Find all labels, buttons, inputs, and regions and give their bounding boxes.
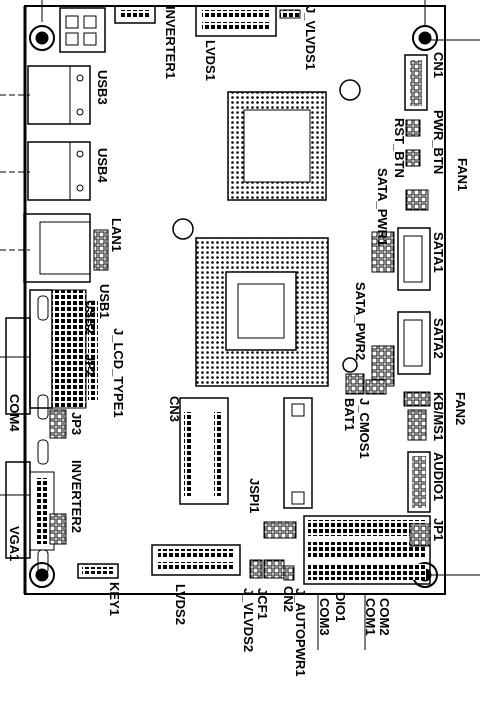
audio1-header (407, 451, 431, 513)
jp1-jumper (409, 523, 431, 547)
label-com3: COM3 (317, 598, 332, 636)
j-autopwr1-jumper (283, 565, 295, 581)
label-cn1: CN1 (431, 52, 446, 78)
fan1-header (405, 189, 429, 211)
label-sata2: SATA2 (431, 318, 446, 359)
label-bat1: BAT1 (342, 398, 357, 431)
key1-connector (77, 563, 119, 579)
label-fan2: FAN2 (453, 392, 468, 425)
inverter2-connector (49, 513, 67, 545)
label-j-autopwr1: J_AUTOPWR1 (293, 588, 308, 677)
pwr-btn-header (405, 119, 421, 137)
label-jp1: JP1 (431, 518, 446, 541)
lvds2-connector (151, 544, 241, 576)
lvds1-connector (195, 5, 277, 37)
label-cn2: CN2 (281, 586, 296, 612)
j-cmos1-jumper (365, 379, 387, 395)
mounting-holes (29, 25, 438, 588)
left-leader-lines (0, 0, 43, 496)
label-kb-ms1: KB/MS1 (431, 392, 446, 441)
jspi1-header (263, 521, 297, 539)
cf-slot (283, 397, 313, 509)
label-fan1: FAN1 (455, 158, 470, 191)
rst-btn-header (405, 149, 421, 167)
bottom-leader-lines (317, 595, 366, 650)
label-com4: COM4 (7, 394, 22, 432)
label-com1: COM1 (363, 598, 378, 636)
usb-header-block (29, 289, 98, 409)
usb4-port (27, 141, 91, 201)
label-j-vlvds2: J_VLVDS2 (241, 588, 256, 652)
label-usb3: USB3 (95, 70, 110, 105)
jp3-jumper (49, 409, 67, 439)
label-j-lcd-type1: J_LCD_TYPE1 (111, 328, 126, 418)
label-jspi1: JSPI1 (247, 478, 262, 513)
fan2-header (403, 391, 431, 407)
label-jp3: JP3 (69, 412, 84, 435)
com4-connector (5, 295, 49, 420)
right-leader-lines (424, 0, 480, 576)
label-cn3: CN3 (167, 396, 182, 422)
label-vga1: VGA1 (7, 526, 22, 561)
label-j-vlvds1: J_VLVDS1 (303, 6, 318, 70)
label-inverter2: INVERTER2 (69, 460, 84, 533)
sata-pwr1-connector (371, 231, 395, 273)
label-inverter1: INVERTER1 (163, 6, 178, 79)
label-com2: COM2 (377, 598, 392, 636)
cn1-connector (404, 54, 428, 111)
label-lvds1: LVDS1 (203, 40, 218, 81)
inverter1-connector (114, 5, 156, 24)
power-connector-top (59, 7, 106, 53)
bat1-holder (345, 373, 365, 395)
label-pwr-btn: PWR_BTN (431, 110, 446, 174)
lan1-port (23, 213, 109, 283)
j-vlvds2-jumper (263, 559, 285, 579)
cpu-bga (195, 237, 329, 387)
label-dio1: DIO1 (333, 592, 348, 622)
label-usb2: USB2 (83, 300, 98, 335)
jcf1-jumper (249, 559, 263, 579)
label-lan1: LAN1 (109, 218, 124, 252)
vga1-connector (5, 439, 55, 575)
label-usb1: USB1 (97, 284, 112, 319)
chipset-north (227, 91, 327, 201)
com-header-block (303, 515, 431, 585)
label-j-cmos1: J_CMOS1 (357, 398, 372, 459)
label-sata-pwr1-top: SATA_PWR1 (375, 168, 390, 246)
label-rst-btn: RST_BTN (392, 118, 407, 178)
label-audio1: AUDIO1 (431, 452, 446, 501)
label-jp2: JP2 (83, 354, 98, 377)
label-usb4: USB4 (95, 148, 110, 183)
cn3-slot (179, 397, 229, 505)
label-sata1: SATA1 (431, 232, 446, 273)
sata2-connector (397, 311, 431, 375)
label-key1: KEY1 (107, 582, 122, 616)
j-vlvds1-jumper (279, 9, 301, 19)
label-jcf1: JCF1 (255, 588, 270, 620)
label-sata-pwr2: SATA_PWR2 (353, 282, 368, 360)
kb-ms1-header (407, 409, 427, 441)
usb3-port (27, 65, 91, 125)
sata1-connector (397, 227, 431, 291)
component-labels: INVERTER1 LVDS1 J_VLVDS1 CN1 USB3 PWR_BT… (7, 6, 470, 677)
label-lvds2: LVDS2 (173, 584, 188, 625)
